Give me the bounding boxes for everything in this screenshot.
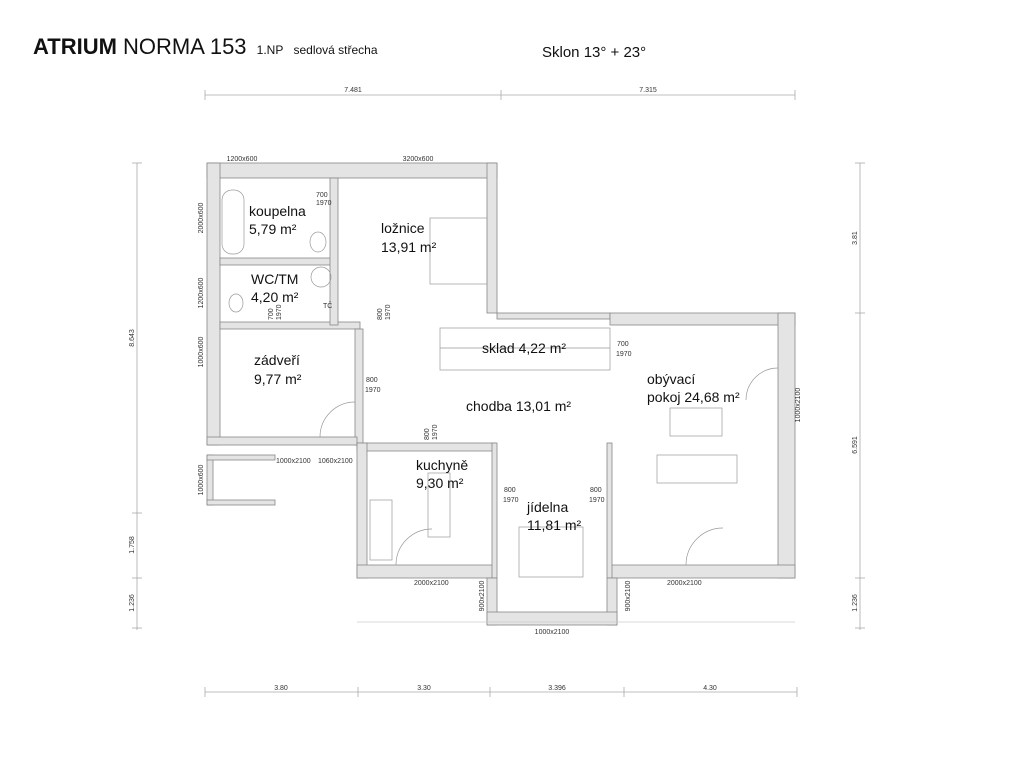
dim-top-1: 7.481 xyxy=(344,87,362,94)
roof-slope: Sklon 13° + 23° xyxy=(542,44,647,61)
door-kitchen-w: 800 xyxy=(424,428,431,440)
room-kuchyne-name: kuchyně xyxy=(416,457,468,473)
dim-bottom-4: 4.30 xyxy=(703,685,717,692)
room-obyvaci-name: obývací xyxy=(647,371,695,387)
floor-label: 1.NP xyxy=(256,43,284,57)
window-bed-top: 3200x600 xyxy=(403,156,434,163)
window-living-right: 1000x2100 xyxy=(795,388,802,423)
window-kitchen: 2000x2100 xyxy=(414,580,449,587)
room-loznice-name: ložnice xyxy=(381,220,425,236)
model: NORMA 153 xyxy=(123,34,247,59)
room-jidelna-name: jídelna xyxy=(526,499,568,515)
plan-title: ATRIUM NORMA 153 1.NP sedlová střecha xyxy=(33,34,378,60)
room-obyvaci-area: pokoj 24,68 m² xyxy=(647,389,740,405)
door-jidelna-right-h: 1970 xyxy=(589,497,605,504)
room-koupelna-name: koupelna xyxy=(249,203,306,219)
dim-right-1: 3.81 xyxy=(852,231,859,245)
dim-left-3: 1.236 xyxy=(129,594,136,612)
room-wc-name: WC/TM xyxy=(251,271,298,287)
roof-label: sedlová střecha xyxy=(293,43,378,57)
dim-bottom-2: 3.30 xyxy=(417,685,431,692)
fixtures xyxy=(221,189,795,623)
room-wc-area: 4,20 m² xyxy=(251,289,299,305)
dim-left-1: 8.643 xyxy=(129,329,136,347)
door-sklad-h: 1970 xyxy=(616,351,632,358)
door-zadveri-h: 1970 xyxy=(365,387,381,394)
door-jidelna-bottom: 1000x2100 xyxy=(535,629,570,636)
brand: ATRIUM xyxy=(33,34,117,59)
door-wc-h: 1970 xyxy=(276,304,283,320)
window-bath-top: 1200x600 xyxy=(227,156,258,163)
heat-pump-label: TČ xyxy=(323,301,332,310)
door-zadveri-w: 800 xyxy=(366,377,378,384)
dim-right-2: 6.591 xyxy=(852,436,859,454)
window-living: 2000x2100 xyxy=(667,580,702,587)
dimension-lines xyxy=(132,90,865,697)
door-jidelna-left-w: 800 xyxy=(504,487,516,494)
door-jidelna-l: 900x2100 xyxy=(479,581,486,612)
door-bed-w: 800 xyxy=(377,308,384,320)
entry-door-1: 1000x2100 xyxy=(276,458,311,465)
window-bath-left: 2000x600 xyxy=(198,203,205,234)
room-chodba: chodba 13,01 m² xyxy=(466,398,571,414)
dim-right-3: 1.236 xyxy=(852,594,859,612)
window-wc-left: 1200x600 xyxy=(198,278,205,309)
door-bed-h: 1970 xyxy=(385,304,392,320)
room-kuchyne-area: 9,30 m² xyxy=(416,475,464,491)
dim-top-2: 7.315 xyxy=(639,87,657,94)
room-loznice-area: 13,91 m² xyxy=(381,239,437,255)
window-zadveri-left: 1000x600 xyxy=(198,337,205,368)
entry-door-2: 1060x2100 xyxy=(318,458,353,465)
door-wc-w: 700 xyxy=(268,308,275,320)
room-koupelna-area: 5,79 m² xyxy=(249,221,297,237)
room-zadveri-name: zádveří xyxy=(254,352,300,368)
walls xyxy=(206,162,796,626)
room-zadveri-area: 9,77 m² xyxy=(254,371,302,387)
dim-bottom-1: 3.80 xyxy=(274,685,288,692)
door-jidelna-r: 900x2100 xyxy=(625,581,632,612)
door-bath-w: 700 xyxy=(316,192,328,199)
door-jidelna-right-w: 800 xyxy=(590,487,602,494)
door-sklad-w: 700 xyxy=(617,341,629,348)
door-kitchen-h: 1970 xyxy=(432,424,439,440)
door-jidelna-left-h: 1970 xyxy=(503,497,519,504)
room-jidelna-area: 11,81 m² xyxy=(527,517,582,533)
room-sklad: sklad 4,22 m² xyxy=(482,340,566,356)
dim-left-2: 1.758 xyxy=(129,536,136,554)
dim-bottom-3: 3.396 xyxy=(548,685,566,692)
window-porch-left: 1000x600 xyxy=(198,465,205,496)
door-bath-h: 1970 xyxy=(316,200,332,207)
